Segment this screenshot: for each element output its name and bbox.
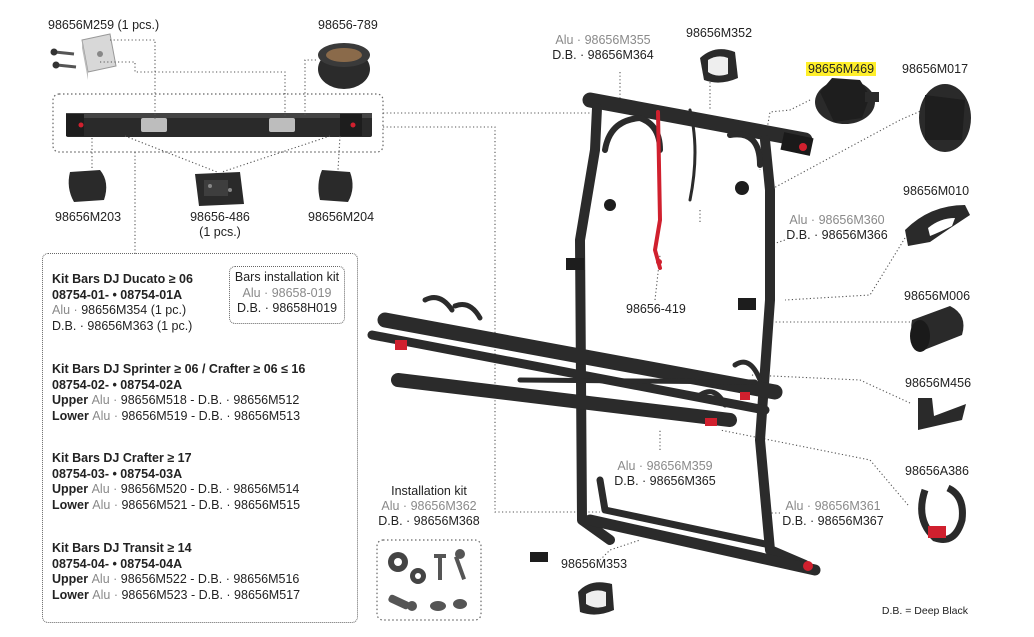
kit-line: Lower Alu · 98656M523 - D.B. · 98656M517 bbox=[52, 587, 301, 602]
crossbar-group-outline bbox=[52, 93, 384, 153]
install-kit-db: D.B. · 98656M368 bbox=[378, 514, 480, 528]
kit-sprinter: Kit Bars DJ Sprinter ≥ 06 / Crafter ≥ 06… bbox=[52, 362, 305, 424]
top-bracket-label: Alu · 98656M355 D.B. · 98656M364 bbox=[544, 33, 662, 63]
rail-db: D.B. · 98656M365 bbox=[614, 474, 716, 488]
install-kit-alu: Alu · 98656M362 bbox=[381, 499, 477, 513]
rail-label: Alu · 98656M359 D.B. · 98656M365 bbox=[610, 459, 720, 489]
kit-title: Kit Bars DJ Transit ≥ 14 bbox=[52, 541, 192, 555]
bike-rack-frame bbox=[367, 92, 821, 576]
mid-db: D.B. · 98656M366 bbox=[786, 228, 888, 242]
kit-ducato: Kit Bars DJ Ducato ≥ 06 08754-01- • 0875… bbox=[52, 272, 193, 334]
endcap-right bbox=[318, 170, 353, 202]
kit-line: Upper Alu · 98656M518 - D.B. · 98656M512 bbox=[52, 393, 300, 407]
kit-line: D.B. · 98656M363 (1 pc.) bbox=[52, 318, 193, 333]
kit-codes: 08754-04- • 08754-04A bbox=[52, 556, 183, 571]
lower-label: Alu · 98656M361 D.B. · 98656M367 bbox=[778, 499, 888, 529]
bars-install-kit: Bars installation kit Alu · 98658-019 D.… bbox=[229, 266, 345, 324]
kit-list-box bbox=[42, 253, 358, 623]
bars-kit-alu: Alu · 98658-019 bbox=[242, 285, 332, 300]
clamp-top-label: 98656M352 bbox=[686, 26, 753, 40]
install-kit-outline bbox=[376, 539, 482, 621]
cap-label: 98656M006 bbox=[904, 289, 971, 303]
endcap-left-label: 98656M203 bbox=[55, 210, 122, 224]
kit-title: Kit Bars DJ Crafter ≥ 17 bbox=[52, 451, 192, 465]
kit-crafter: Kit Bars DJ Crafter ≥ 17 08754-03- • 087… bbox=[52, 451, 300, 513]
red-strap-label: 98656-419 bbox=[626, 302, 686, 316]
knob-code: 98656M469 bbox=[806, 62, 877, 76]
lower-alu: Alu · 98656M361 bbox=[785, 499, 881, 513]
mid-label: Alu · 98656M360 D.B. · 98656M366 bbox=[782, 213, 892, 243]
knob-label: 98656M469 bbox=[806, 62, 877, 77]
knob-inner-label: 98656M017 bbox=[902, 62, 969, 76]
kit-transit: Kit Bars DJ Transit ≥ 14 08754-04- • 087… bbox=[52, 541, 300, 603]
strap-part-label: 98656-789 bbox=[318, 18, 378, 32]
legend: D.B. = Deep Black bbox=[881, 605, 968, 617]
kit-title: Kit Bars DJ Ducato ≥ 06 bbox=[52, 272, 193, 286]
kit-line: Lower Alu · 98656M521 - D.B. · 98656M515 bbox=[52, 497, 301, 512]
mid-alu: Alu · 98656M360 bbox=[789, 213, 885, 227]
endcap-right-label: 98656M204 bbox=[308, 210, 375, 224]
kit-line: Lower Alu · 98656M519 - D.B. · 98656M513 bbox=[52, 408, 301, 423]
wheel-holder-label: 98656M456 bbox=[905, 376, 972, 390]
kit-codes: 08754-01- • 08754-01A bbox=[52, 287, 183, 302]
rail-alu: Alu · 98656M359 bbox=[617, 459, 713, 473]
mounting-plate bbox=[195, 172, 244, 206]
bars-kit-title: Bars installation kit bbox=[234, 270, 340, 284]
plate-code: 98656-486 bbox=[190, 210, 250, 224]
kit-title: Kit Bars DJ Sprinter ≥ 06 / Crafter ≥ 06… bbox=[52, 362, 306, 376]
plate-qty: (1 pcs.) bbox=[199, 225, 241, 239]
endcap-left bbox=[68, 170, 107, 202]
kit-codes: 08754-03- • 08754-03A bbox=[52, 466, 183, 481]
kit-line: Alu · 98656M354 (1 pc.) bbox=[52, 303, 187, 317]
kit-line: Upper Alu · 98656M520 - D.B. · 98656M514 bbox=[52, 482, 300, 496]
clamp-bottom-label: 98656M353 bbox=[561, 557, 628, 571]
screws-part-label: 98656M259 (1 pcs.) bbox=[48, 18, 160, 32]
strap-roll bbox=[318, 43, 370, 89]
kit-codes: 08754-02- • 08754-02A bbox=[52, 377, 183, 392]
hook-label: 98656M010 bbox=[903, 184, 970, 198]
install-kit-icons bbox=[388, 549, 467, 611]
top-bracket-db: D.B. · 98656M364 bbox=[552, 48, 654, 62]
top-bracket-alu: Alu · 98656M355 bbox=[555, 33, 651, 47]
install-kit-title: Installation kit bbox=[391, 484, 467, 498]
part-icons bbox=[578, 49, 971, 615]
kit-line: Upper Alu · 98656M522 - D.B. · 98656M516 bbox=[52, 572, 300, 586]
install-kit-label: Installation kit Alu · 98656M362 D.B. · … bbox=[372, 484, 486, 529]
screws-and-bracket bbox=[50, 33, 117, 80]
lower-db: D.B. · 98656M367 bbox=[782, 514, 884, 528]
strap-ring-label: 98656A386 bbox=[905, 464, 969, 478]
crossbar bbox=[66, 113, 372, 137]
plate-part-label: 98656-486 (1 pcs.) bbox=[180, 210, 260, 240]
bars-kit-db: D.B. · 98658H019 bbox=[236, 301, 338, 315]
